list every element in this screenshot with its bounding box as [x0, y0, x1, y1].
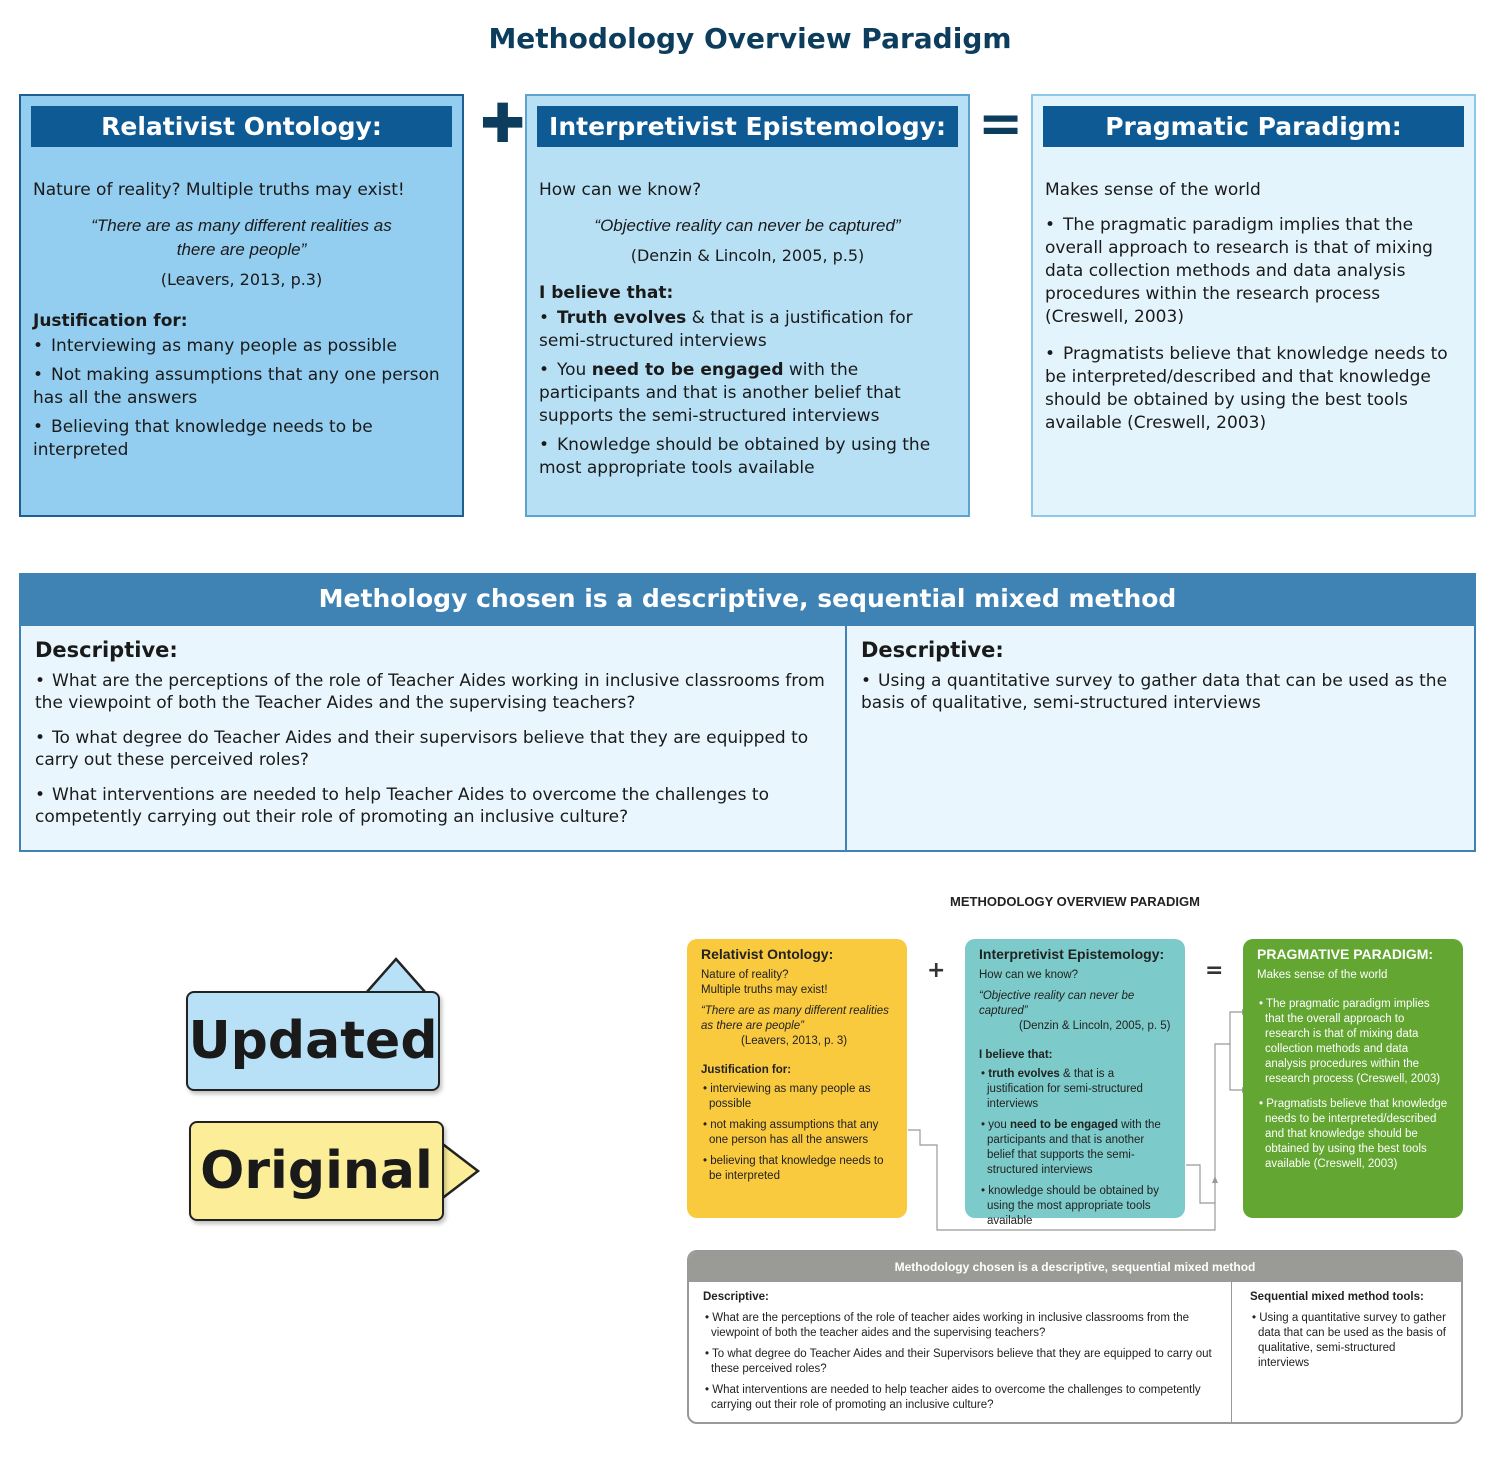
list-item: Knowledge should be obtained by using th… [539, 434, 956, 480]
paradigm-header: PRAGMATIVE PARADIGM: [1257, 946, 1434, 962]
plus-operator: ✚ [480, 92, 526, 155]
method-left-heading: Descriptive: [35, 638, 178, 662]
list-item: To what degree do Teacher Aides and thei… [35, 727, 831, 771]
ontology-citation: (Leavers, 2013, p.3) [160, 270, 323, 289]
ontology-header: Relativist Ontology: [31, 106, 452, 147]
list-item: you need to be engaged with the particip… [979, 1118, 1171, 1178]
list-item: Pragmatists believe that knowledge needs… [1045, 343, 1462, 435]
list-item: What are the perceptions of the role of … [703, 1311, 1217, 1341]
ontology-quote: “There are as many different realities a… [91, 216, 392, 259]
paradigm-lead: Makes sense of the world [1257, 969, 1388, 981]
list-item: You need to be engaged with the particip… [539, 359, 956, 428]
ontology-list: Interviewing as many people as possible … [31, 335, 452, 462]
method-right-column: Descriptive: Using a quantitative survey… [847, 626, 1474, 850]
method-right-heading: Sequential mixed method tools: [1250, 1291, 1424, 1303]
updated-paradigm-box: Pragmatic Paradigm: Makes sense of the w… [1031, 94, 1476, 517]
method-left-column: Descriptive: What are the perceptions of… [21, 626, 847, 850]
list-item: What interventions are needed to help Te… [35, 784, 831, 828]
method-right-column: Sequential mixed method tools: Using a q… [1232, 1282, 1461, 1422]
paradigm-header: Pragmatic Paradigm: [1043, 106, 1464, 147]
epistemology-header: Interpretivist Epistemology: [537, 106, 958, 147]
ontology-header: Relativist Ontology: [701, 946, 834, 962]
original-method-panel: Methodology chosen is a descriptive, seq… [687, 1250, 1463, 1424]
list-item: Truth evolves & that is a justification … [539, 307, 956, 353]
updated-method-panel: Methology chosen is a descriptive, seque… [19, 573, 1476, 852]
list-item: To what degree do Teacher Aides and thei… [703, 1347, 1217, 1377]
list-item: The pragmatic paradigm implies that the … [1045, 214, 1462, 329]
epistemology-subheading: I believe that: [979, 1049, 1053, 1061]
ontology-quote: “There are as many different realities a… [701, 1005, 889, 1032]
list-item: Using a quantitative survey to gather da… [1250, 1311, 1447, 1371]
list-item: believing that knowledge needs to be int… [701, 1154, 893, 1184]
epistemology-citation: (Denzin & Lincoln, 2005, p. 5) [1019, 1020, 1171, 1032]
ontology-subheading: Justification for: [701, 1064, 792, 1076]
ontology-subheading: Justification for: [33, 311, 188, 331]
list-item: not making assumptions that any one pers… [701, 1118, 893, 1148]
list-item: Believing that knowledge needs to be int… [33, 416, 450, 462]
equals-operator: = [978, 92, 1024, 155]
original-epistemology-box: Interpretivist Epistemology: How can we … [965, 939, 1185, 1227]
list-item: The pragmatic paradigm implies that the … [1257, 997, 1449, 1087]
list-item: What interventions are needed to help te… [703, 1383, 1217, 1413]
epistemology-list: Truth evolves & that is a justification … [537, 307, 958, 480]
paradigm-list: The pragmatic paradigm implies that the … [1043, 214, 1464, 435]
equals-operator: = [1205, 958, 1224, 983]
epistemology-subheading: I believe that: [539, 283, 674, 303]
list-item: interviewing as many people as possible [701, 1082, 893, 1112]
list-item: Interviewing as many people as possible [33, 335, 450, 358]
original-paradigm-box: PRAGMATIVE PARADIGM: Makes sense of the … [1243, 939, 1463, 1218]
list-item: Using a quantitative survey to gather da… [861, 670, 1460, 714]
list-item: truth evolves & that is a justification … [979, 1067, 1171, 1112]
updated-label: Updated [186, 991, 440, 1091]
method-left-column: Descriptive: What are the perceptions of… [689, 1282, 1232, 1422]
list-item: knowledge should be obtained by using th… [979, 1184, 1171, 1229]
method-header: Methodology chosen is a descriptive, seq… [689, 1252, 1461, 1282]
original-label: Original [189, 1121, 444, 1221]
plus-operator: + [927, 958, 946, 983]
epistemology-header: Interpretivist Epistemology: [979, 946, 1165, 962]
epistemology-lead: How can we know? [979, 969, 1079, 981]
updated-ontology-box: Relativist Ontology: Nature of reality? … [19, 94, 464, 517]
list-item: What are the perceptions of the role of … [35, 670, 831, 714]
epistemology-citation: (Denzin & Lincoln, 2005, p.5) [630, 246, 865, 265]
list-item: Not making assumptions that any one pers… [33, 364, 450, 410]
updated-epistemology-box: Interpretivist Epistemology: How can we … [525, 94, 970, 517]
method-left-heading: Descriptive: [703, 1291, 769, 1303]
ontology-citation: (Leavers, 2013, p. 3) [741, 1035, 848, 1047]
updated-title: Methodology Overview Paradigm [488, 22, 1012, 55]
method-header: Methology chosen is a descriptive, seque… [21, 575, 1474, 626]
paradigm-lead: Makes sense of the world [1045, 180, 1261, 200]
original-title: METHODOLOGY OVERVIEW PARADIGM [950, 894, 1200, 909]
epistemology-lead: How can we know? [539, 180, 702, 200]
list-item: Pragmatists believe that knowledge needs… [1257, 1097, 1449, 1172]
epistemology-quote: “Objective reality can never be captured… [594, 216, 901, 235]
ontology-lead-2: Multiple truths may exist! [701, 984, 828, 996]
epistemology-quote: “Objective reality can never be captured… [979, 990, 1135, 1017]
original-ontology-box: Relativist Ontology: Nature of reality? … [687, 939, 907, 1218]
ontology-lead: Nature of reality? Multiple truths may e… [33, 180, 405, 200]
ontology-lead-1: Nature of reality? [701, 969, 789, 981]
method-right-heading: Descriptive: [861, 638, 1004, 662]
